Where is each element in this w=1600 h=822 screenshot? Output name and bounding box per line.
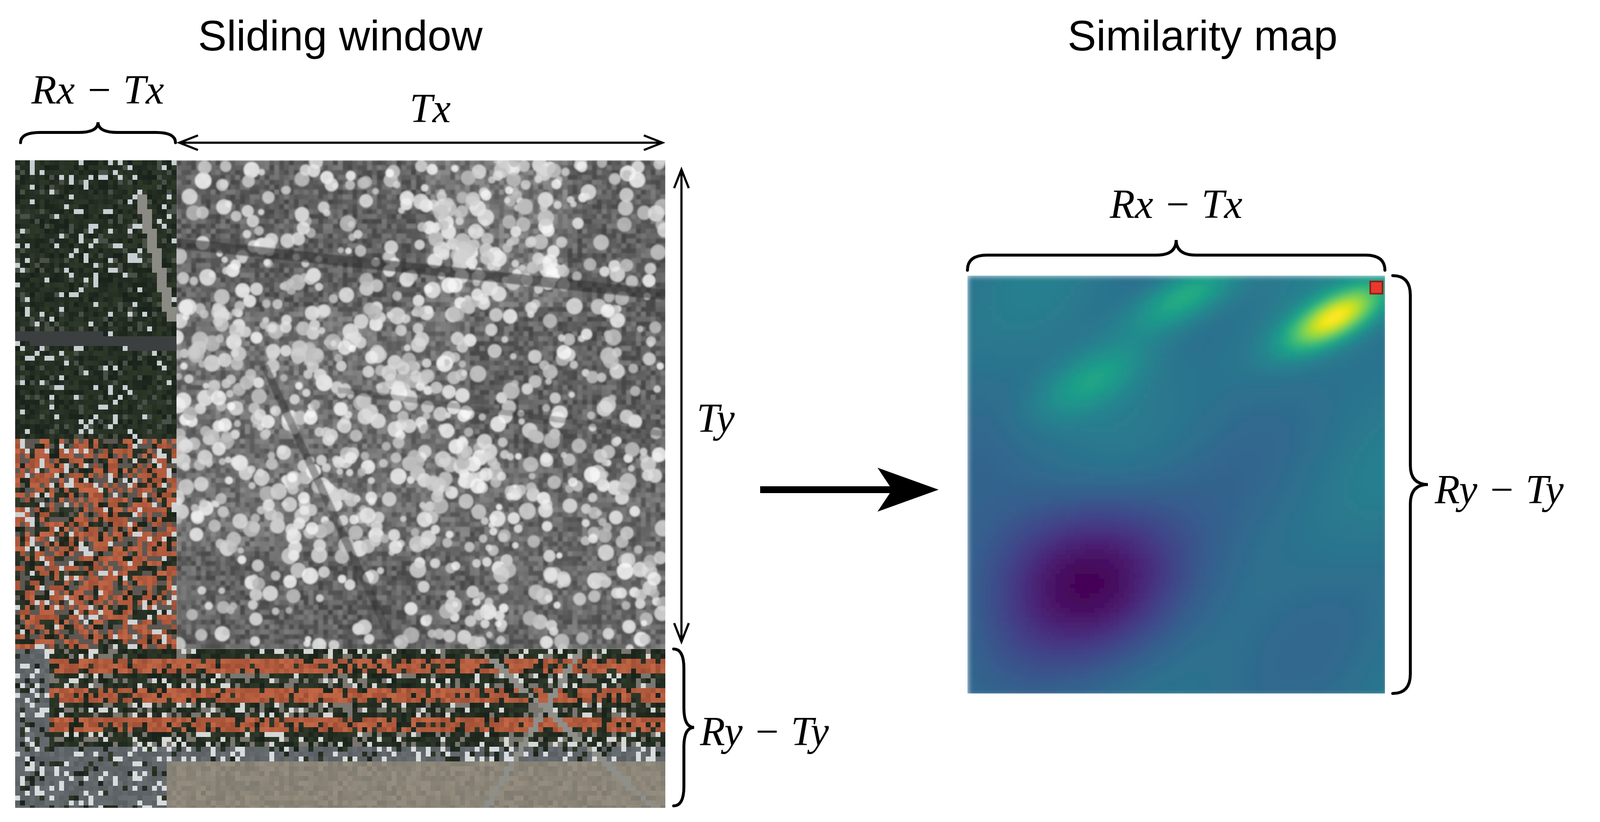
diagram-stage: Sliding windowSimilarity mapRx − TxTxTyR… [0,0,1600,822]
